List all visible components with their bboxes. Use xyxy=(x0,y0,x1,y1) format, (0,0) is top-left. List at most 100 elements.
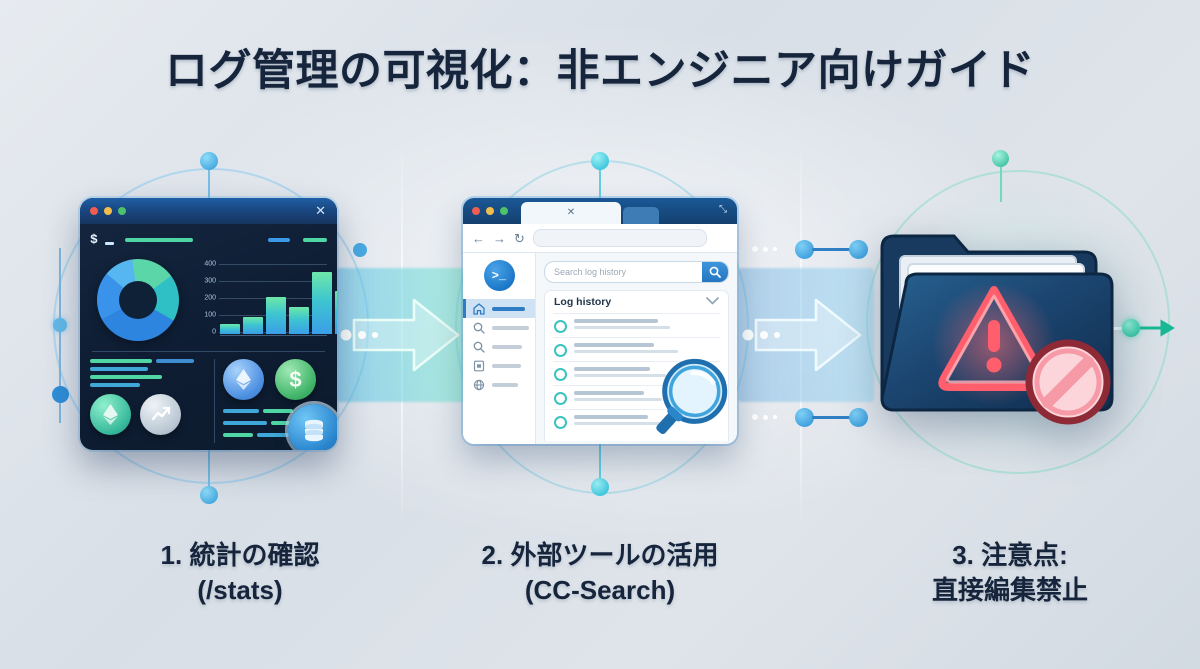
log-row-text xyxy=(574,391,719,404)
traffic-light-red[interactable] xyxy=(472,207,480,215)
bar-chart-bar xyxy=(289,307,309,334)
search-input[interactable]: Search log history xyxy=(554,266,627,277)
tab-close-icon[interactable]: ✕ xyxy=(566,207,576,218)
status-bullet-icon xyxy=(554,320,567,333)
chevron-down-icon[interactable] xyxy=(706,297,719,308)
traffic-light-green[interactable] xyxy=(118,207,126,215)
connector-stem-p2-top xyxy=(599,168,601,202)
flow-arrow-2 xyxy=(738,240,874,430)
search-icon xyxy=(472,321,485,334)
traffic-light-green[interactable] xyxy=(500,207,508,215)
exclamation-bar xyxy=(988,320,1000,352)
sidebar-item-label xyxy=(492,344,522,349)
search-button[interactable] xyxy=(702,262,728,282)
sidebar-item-search-2[interactable] xyxy=(463,337,535,356)
sidebar-item-label xyxy=(492,363,521,368)
dollar-coin-green[interactable]: $ xyxy=(275,359,316,400)
bar-chart: 400 300 200 100 0 xyxy=(192,256,337,344)
connector-stem-p3-top xyxy=(1000,166,1002,202)
text-placeholder-lines-right xyxy=(223,409,327,441)
folder-warning-prohibited xyxy=(872,222,1148,444)
sidebar-item-globe[interactable] xyxy=(463,375,535,394)
traffic-light-yellow[interactable] xyxy=(486,207,494,215)
log-row-list xyxy=(545,314,728,433)
magnifying-glass-icon xyxy=(656,358,728,435)
coin-row-left xyxy=(90,394,208,435)
log-row-text xyxy=(574,367,719,380)
ethereum-coin-blue[interactable] xyxy=(223,359,264,400)
divider xyxy=(92,351,325,352)
step-3-caption-line-2: 直接編集禁止 xyxy=(931,574,1088,605)
search-bar[interactable]: Search log history xyxy=(544,261,729,283)
prohibited-slash xyxy=(1042,356,1094,408)
close-icon[interactable]: ✕ xyxy=(315,203,326,218)
stats-dashboard-window[interactable]: ✕ $ 400 300 200 100 xyxy=(80,198,337,450)
log-row-text xyxy=(574,415,719,428)
log-row[interactable] xyxy=(545,410,728,433)
step-1-caption: 1. 統計の確認 (/stats) xyxy=(60,538,420,607)
browser-chrome: ✕ ⤡ xyxy=(463,198,737,224)
reload-icon[interactable]: ↻ xyxy=(514,230,525,246)
header-bar-3 xyxy=(302,237,327,242)
y-tick-400: 400 xyxy=(204,260,216,268)
log-history-card-header[interactable]: Log history xyxy=(545,291,728,313)
step-1-caption-line-1: 1. 統計の確認 xyxy=(160,540,320,570)
traffic-light-red[interactable] xyxy=(90,207,98,215)
sidebar-item-label xyxy=(492,325,529,330)
globe-icon xyxy=(472,378,485,391)
bar-chart-bar xyxy=(312,271,332,334)
connector-node-p1-top xyxy=(200,152,218,170)
divider xyxy=(553,313,720,314)
log-row[interactable] xyxy=(545,338,728,361)
back-icon[interactable]: ← xyxy=(472,230,485,246)
sidebar-item-home[interactable] xyxy=(463,299,535,318)
sidebar-item-search-1[interactable] xyxy=(463,318,535,337)
browser-tab-secondary[interactable] xyxy=(623,207,659,224)
url-input[interactable] xyxy=(532,229,707,247)
log-row-text xyxy=(574,343,719,356)
ethereum-coin-mint[interactable] xyxy=(90,394,131,435)
charts-area: 400 300 200 100 0 xyxy=(90,256,337,344)
expand-icon[interactable]: ⤡ xyxy=(719,204,727,215)
sidebar-item-label xyxy=(492,306,525,311)
dashboard-body: $ 400 300 200 100 0 xyxy=(80,224,337,443)
dashboard-right-column: $ xyxy=(215,359,327,443)
traffic-light-yellow[interactable] xyxy=(104,207,112,215)
divider xyxy=(553,361,720,362)
forward-icon[interactable]: → xyxy=(493,230,506,246)
sidebar-item-label xyxy=(492,382,518,387)
connector-line-left xyxy=(59,248,61,423)
search-icon xyxy=(709,266,721,278)
connector-stem-p1-bottom xyxy=(208,450,210,488)
chart-coin-silver[interactable] xyxy=(140,394,181,435)
gridline-400 xyxy=(219,264,327,265)
log-row-text xyxy=(574,319,719,332)
divider xyxy=(553,337,720,338)
menu-icon[interactable] xyxy=(715,234,728,243)
sidebar-item-document[interactable] xyxy=(463,356,535,375)
browser-main: Search log history Log history xyxy=(536,253,737,444)
connector-node-left-upper xyxy=(53,318,67,332)
divider xyxy=(553,409,720,410)
app-sidebar: >_ xyxy=(463,253,536,444)
connector-node-p2-bottom xyxy=(591,478,609,496)
donut-chart xyxy=(90,256,186,344)
terminal-cursor-icon xyxy=(104,242,114,245)
connector-node-left-lower xyxy=(52,386,69,403)
log-row[interactable] xyxy=(545,386,728,409)
status-bullet-icon xyxy=(554,392,567,405)
log-row[interactable] xyxy=(545,314,728,337)
log-row[interactable] xyxy=(545,362,728,385)
connector-node-p2-top xyxy=(591,152,609,170)
dashboard-left-column xyxy=(90,359,215,443)
step-2-caption-line-1: 2. 外部ツールの活用 xyxy=(481,540,719,570)
dashboard-lower: $ xyxy=(90,359,327,443)
bar-chart-y-axis: 400 300 200 100 0 xyxy=(192,256,218,336)
browser-content: >_ xyxy=(463,253,737,444)
card-title: Log history xyxy=(554,296,612,308)
database-coin-blue[interactable] xyxy=(288,404,337,450)
browser-tab[interactable]: ✕ xyxy=(521,202,621,224)
log-search-browser-window[interactable]: ✕ ⤡ ← → ↻ >_ xyxy=(463,198,737,444)
y-tick-0: 0 xyxy=(212,328,216,336)
